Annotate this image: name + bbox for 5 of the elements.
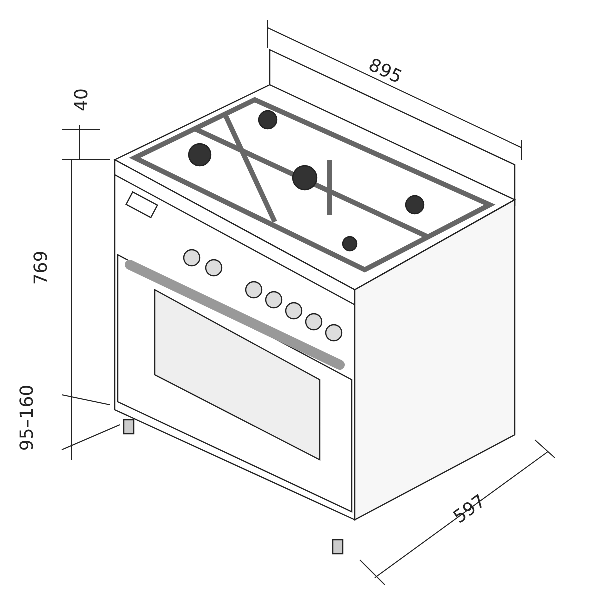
- dimension-label: 597: [451, 492, 490, 528]
- dimension-label: 769: [33, 250, 52, 286]
- dimension-label: 95–160: [19, 384, 38, 452]
- dimension-label: 895: [366, 56, 405, 88]
- dimension-label: 40: [72, 88, 91, 112]
